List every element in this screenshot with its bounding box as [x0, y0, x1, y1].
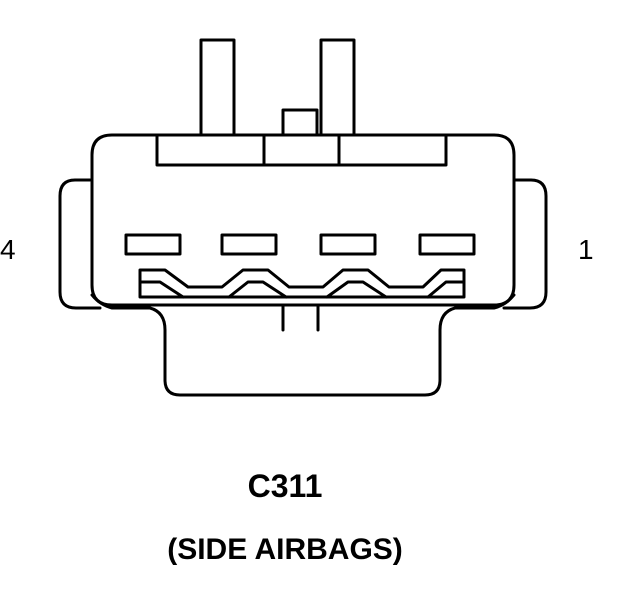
left-side-latch — [58, 178, 102, 310]
connector-body — [90, 133, 516, 307]
pin-cavity-1 — [418, 233, 476, 256]
lock-wave-inner — [138, 280, 466, 299]
connector-id-caption: C311 — [247, 468, 323, 504]
connector-description-caption: (SIDE AIRBAGS) — [167, 533, 403, 566]
pin-cavity-4 — [124, 233, 182, 256]
pin-cavity-2 — [319, 233, 377, 256]
top-terminal-tabs — [199, 38, 356, 137]
pin-cavities — [124, 233, 476, 256]
pin-number-right-label: 1 — [578, 234, 594, 265]
pin-number-left-label: 4 — [0, 234, 16, 265]
center-latch — [281, 108, 319, 137]
top-tab-right — [319, 38, 356, 137]
pin-cavity-3 — [220, 233, 278, 256]
lock-wave-outer — [138, 268, 466, 299]
top-slot-outline — [155, 133, 448, 167]
top-tab-left — [199, 38, 236, 137]
lower-housing — [90, 293, 516, 397]
right-side-latch — [502, 178, 548, 310]
